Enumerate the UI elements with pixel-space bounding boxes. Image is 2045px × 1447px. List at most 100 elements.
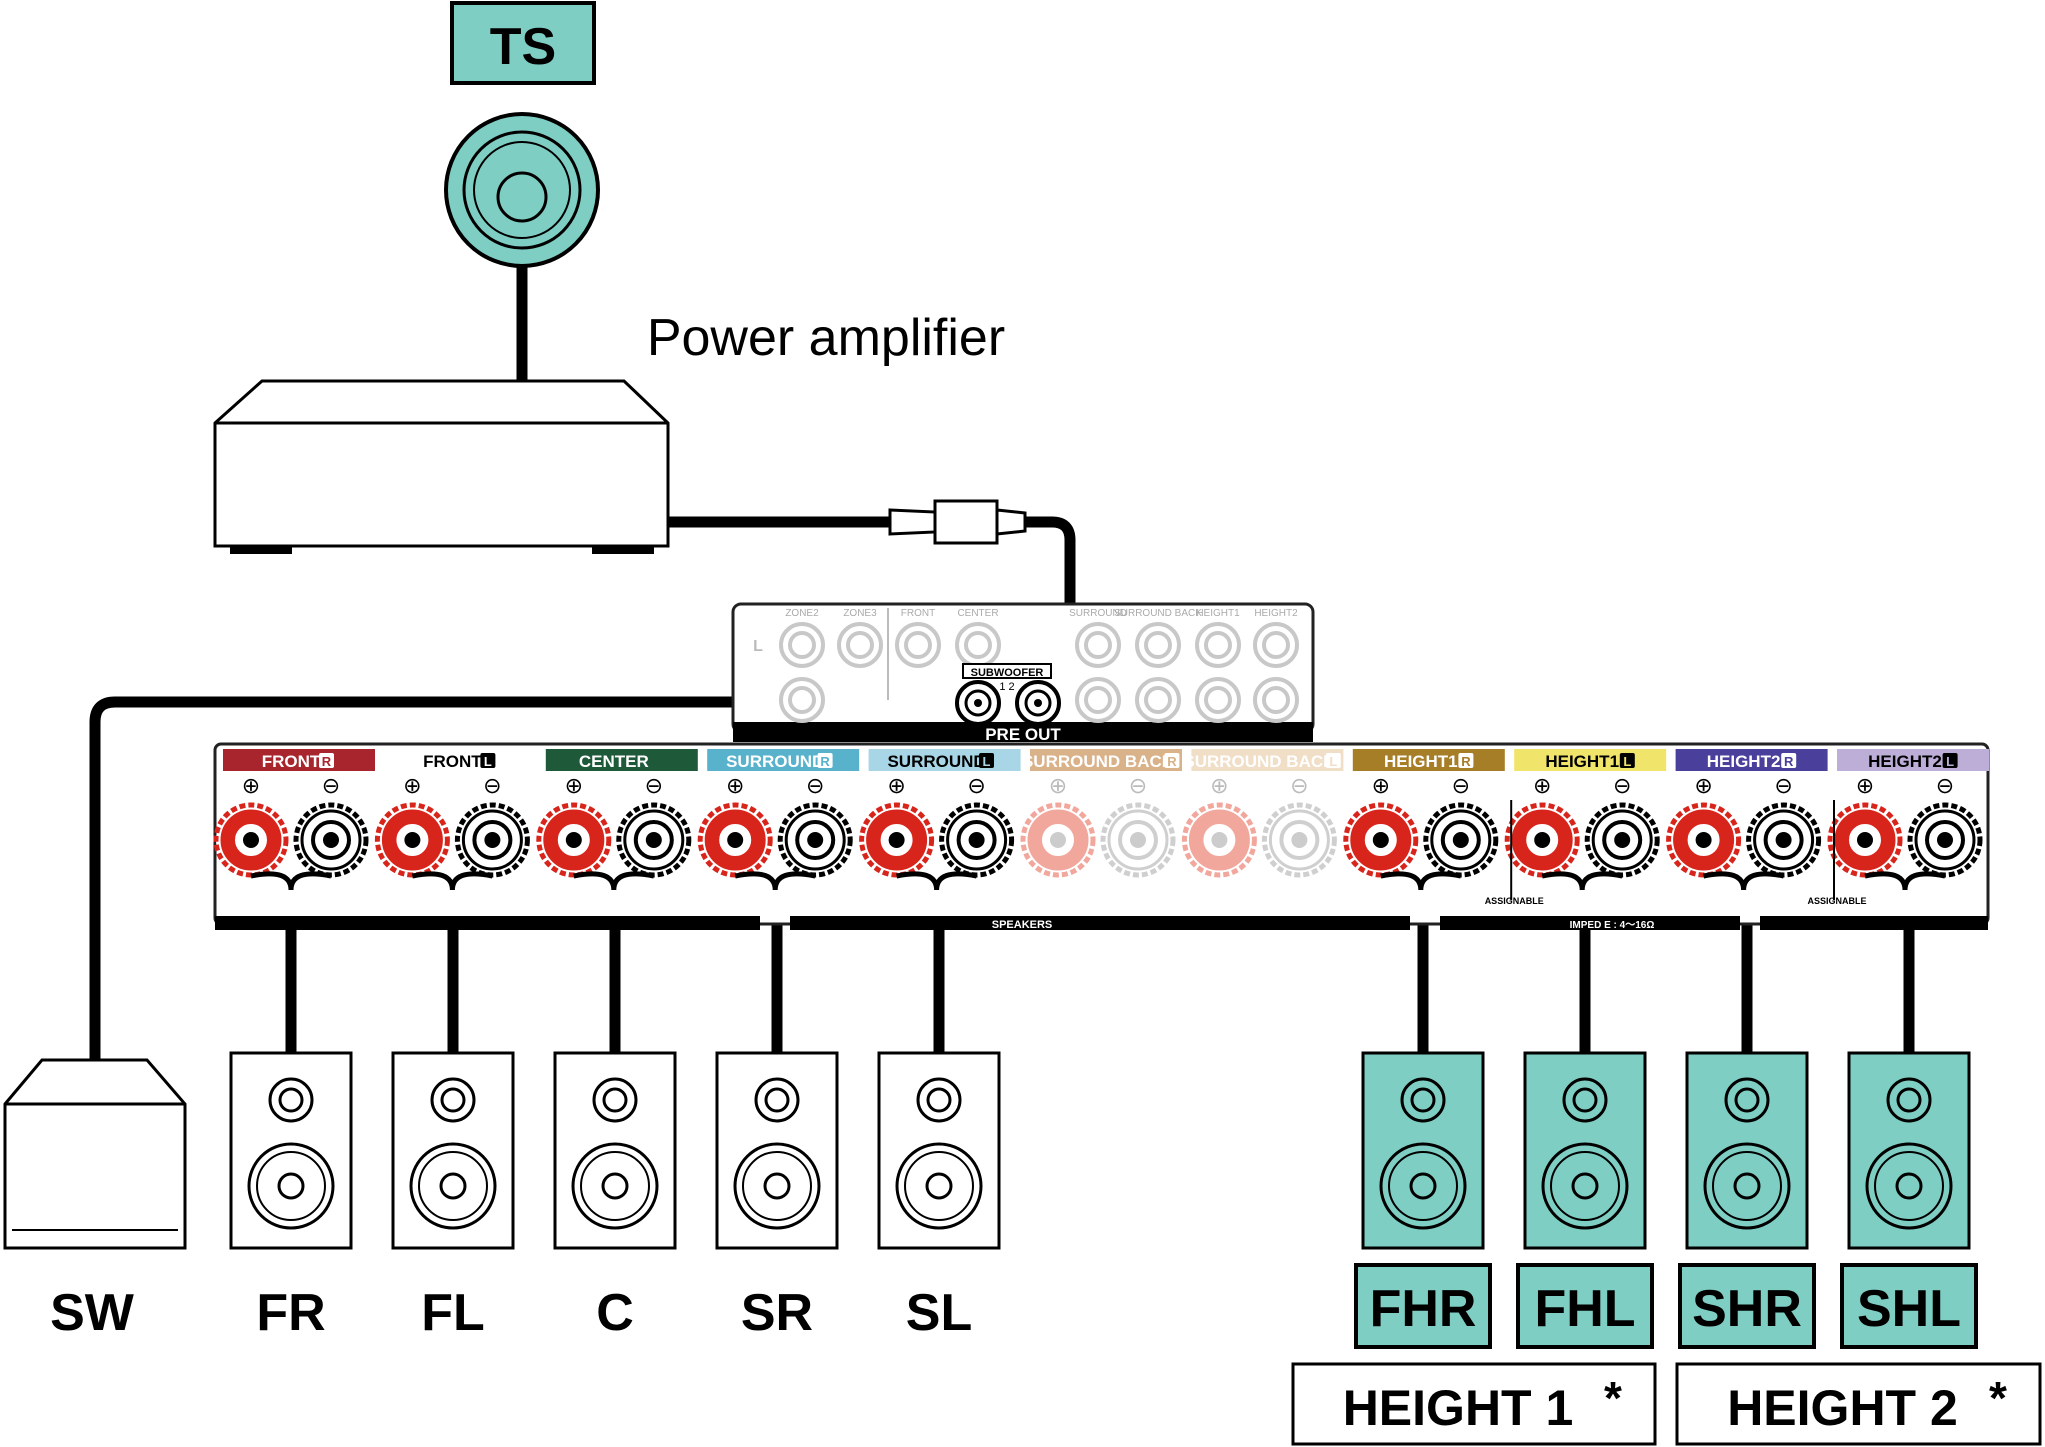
subwoofer-name: SW: [50, 1284, 135, 1342]
speaker-panel-bottom-bar: [790, 916, 1410, 930]
terminal-label: SURROUND BACK: [1183, 752, 1336, 771]
minus-symbol: ⊖: [1290, 773, 1308, 798]
pre-out-top-label: SURROUND BACK: [1114, 608, 1202, 619]
terminal-badge-box: [1325, 753, 1341, 768]
pre-out-jack-inner: [1084, 631, 1112, 659]
pre-out-jack-inner: [904, 631, 932, 659]
woofer-icon-cap: [601, 1172, 629, 1200]
height-group-box: [1291, 1362, 1657, 1446]
minus-symbol: ⊖: [1774, 773, 1792, 798]
plus-symbol: ⊕: [887, 773, 905, 798]
terminal-post-hole: [1372, 832, 1389, 848]
terminal-post-hole: [727, 832, 744, 848]
terminal-badge: R: [1784, 754, 1794, 769]
ts-label: TS: [490, 18, 556, 76]
terminal-badge-box: [1619, 753, 1635, 768]
woofer-icon-cap: [1409, 1172, 1437, 1200]
minus-symbol: ⊖: [483, 773, 501, 798]
pre-out-top-label: ZONE2: [785, 608, 819, 619]
speaker-name: SHL: [1857, 1280, 1961, 1338]
height-group-asterisk: *: [1604, 1372, 1622, 1424]
height-group-label: HEIGHT 2: [1727, 1380, 1958, 1436]
pre-out-bottom-bar: [733, 722, 1313, 742]
pre-out-top-label: SURROUND: [1069, 608, 1127, 619]
power-amp-box: [213, 379, 670, 548]
plus-symbol: ⊕: [242, 773, 260, 798]
pre-out-jack-inner: [788, 631, 816, 659]
terminal-cable-split: [1864, 871, 1946, 891]
terminal-label: SURROUND BACK: [1022, 752, 1175, 771]
tweeter-icon-inner: [1410, 1087, 1436, 1113]
impedance-label: IMPED E : 4～16Ω: [1570, 920, 1655, 931]
terminal-cable-split: [1703, 871, 1785, 891]
pre-out-top-label: HEIGHT2: [1254, 608, 1298, 619]
terminal-label: CENTER: [579, 752, 649, 771]
terminal-post-hole: [1050, 832, 1066, 848]
minus-symbol: ⊖: [1936, 773, 1954, 798]
terminal-post-hole: [484, 832, 501, 848]
subwoofer-label: SUBWOOFER: [971, 667, 1044, 679]
subwoofer-jack-pin: [974, 699, 982, 707]
ts-label-box: [450, 1, 596, 85]
terminal-badge: L: [1946, 754, 1954, 769]
speaker-name: SL: [906, 1284, 972, 1342]
pre-out-jack-inner: [1204, 686, 1232, 714]
woofer-icon-cap: [763, 1172, 791, 1200]
plus-symbol: ⊕: [1694, 773, 1712, 798]
plus-symbol: ⊕: [403, 773, 421, 798]
subwoofer-jack-pin: [1034, 699, 1042, 707]
pre-out-jack-inner: [1262, 686, 1290, 714]
terminal-post-hole: [645, 832, 662, 848]
terminal-cable-split: [1541, 871, 1623, 891]
subwoofer-cabinet: [3, 1058, 187, 1250]
tweeter-icon-inner: [1734, 1087, 1760, 1113]
assignable-label: ASSIGNABLE: [1485, 896, 1544, 906]
terminal-label: SURROUND: [887, 752, 985, 771]
height-group-asterisk: *: [1989, 1372, 2007, 1424]
ts-speaker-ring: [462, 130, 582, 250]
plus-symbol: ⊕: [1372, 773, 1390, 798]
power-amp-foot-right: [592, 546, 654, 554]
terminal-post-hole: [1614, 832, 1631, 848]
terminal-post-hole: [1130, 832, 1146, 848]
woofer-icon-cap: [439, 1172, 467, 1200]
pre-out-jack-inner: [1262, 631, 1290, 659]
terminal-badge-box: [1942, 753, 1958, 768]
terminal-badge-box: [1781, 753, 1797, 768]
terminal-post-hole: [1534, 832, 1551, 848]
minus-symbol: ⊖: [1129, 773, 1147, 798]
speaker-name: SHR: [1692, 1280, 1802, 1338]
speaker-label-box: [1516, 1263, 1654, 1349]
terminal-cable-split: [573, 871, 655, 891]
pre-out-label: PRE OUT: [985, 725, 1061, 744]
speaker-name: FL: [421, 1284, 485, 1342]
rca-plug-end: [995, 508, 1027, 536]
terminal-badge: R: [322, 754, 332, 769]
minus-symbol: ⊖: [1613, 773, 1631, 798]
minus-symbol: ⊖: [645, 773, 663, 798]
terminal-post-hole: [1452, 832, 1469, 848]
terminal-post-hole: [565, 832, 582, 848]
terminal-label-bar: [1030, 749, 1182, 771]
terminal-label: HEIGHT1: [1384, 752, 1458, 771]
terminal-cable-split: [1380, 871, 1462, 891]
terminal-cable-split: [734, 871, 816, 891]
terminal-post-hole: [323, 832, 339, 848]
speaker-fl: FL: [391, 1051, 515, 1342]
terminal-label-bar: [1191, 749, 1344, 771]
subwoofer-numbers: 1 2: [999, 681, 1014, 693]
terminal-label: SURROUND: [726, 752, 824, 771]
woofer-icon-cap: [277, 1172, 305, 1200]
minus-symbol: ⊖: [1452, 773, 1470, 798]
speaker-sr: SR: [715, 1051, 839, 1342]
pre-out-side-label: L: [753, 638, 763, 655]
terminal-post-hole: [1211, 832, 1228, 848]
terminal-post-hole: [243, 832, 259, 848]
terminal-badge: L: [983, 754, 991, 769]
pre-out-jack-inner: [846, 631, 874, 659]
terminal-badge-box: [1164, 753, 1180, 768]
